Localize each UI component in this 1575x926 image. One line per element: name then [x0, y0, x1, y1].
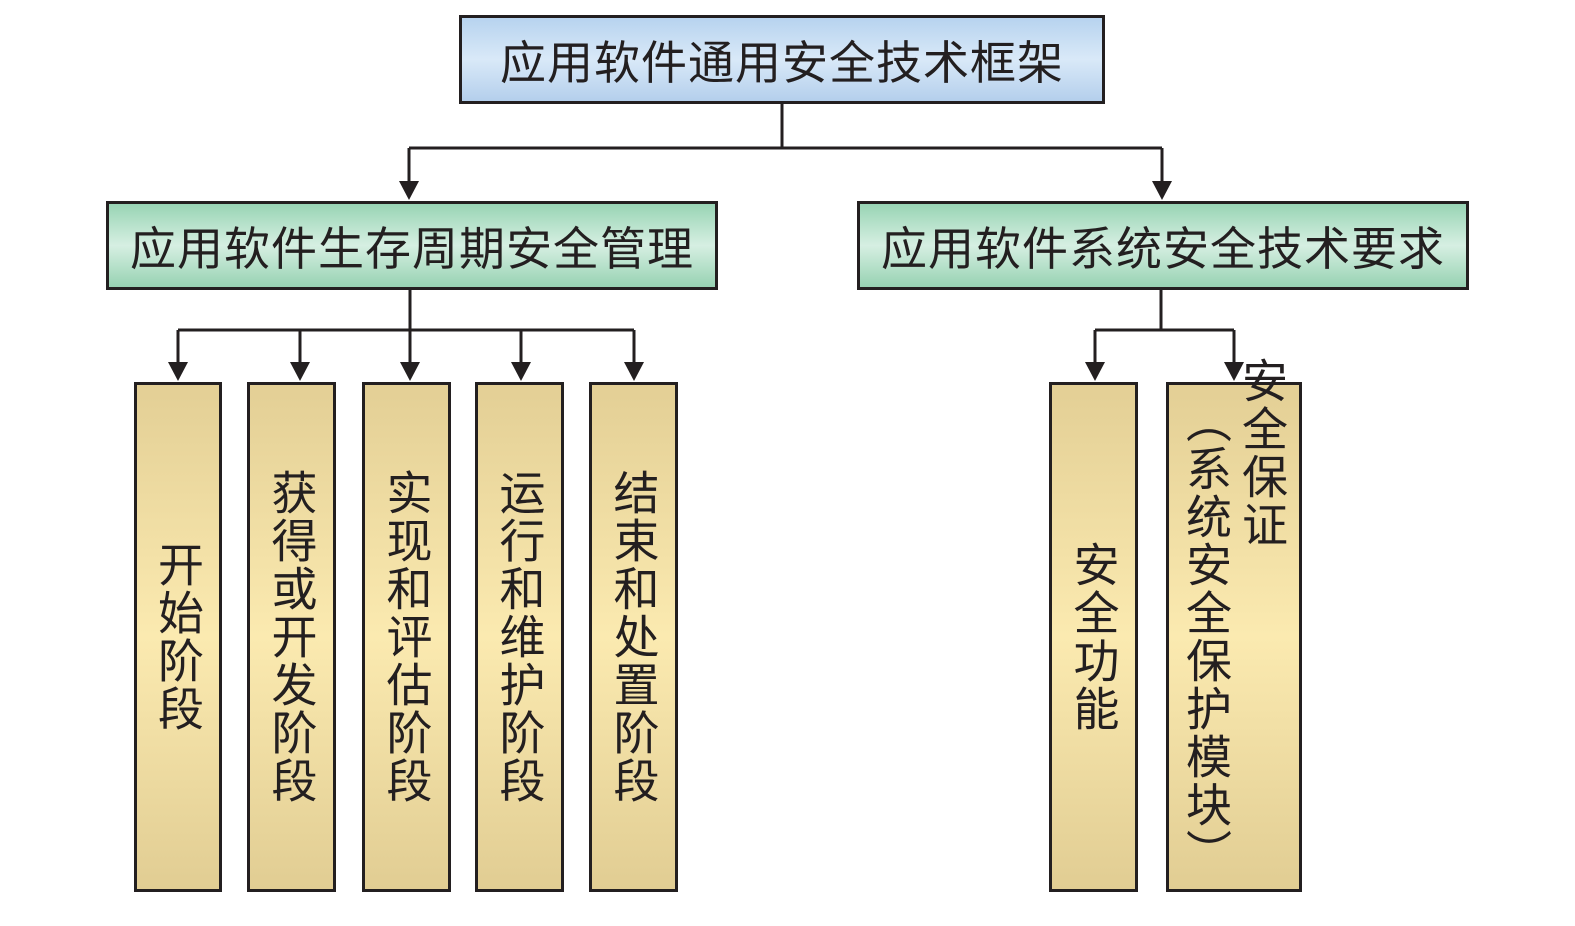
arrowhead: [399, 181, 419, 200]
leaf-label: 实现和评估阶段: [379, 469, 434, 805]
leaf-node-acquire-phase: 获得或开发阶段: [247, 382, 336, 892]
root-label: 应用软件通用安全技术框架: [500, 35, 1064, 90]
leaf-label: 安全保证: [1235, 357, 1289, 549]
arrowhead: [624, 362, 644, 381]
leaf-label: 运行和维护阶段: [492, 469, 547, 805]
arrowhead: [400, 362, 420, 381]
leaf-node-operate-phase: 运行和维护阶段: [475, 382, 564, 892]
branch-node-lifecycle: 应用软件生存周期安全管理: [106, 201, 718, 290]
leaf-node-security-function: 安全功能: [1049, 382, 1138, 892]
leaf-node-end-phase: 结束和处置阶段: [589, 382, 678, 892]
leaf-label: 开始阶段: [151, 541, 205, 733]
leaf-node-start-phase: 开始阶段: [134, 382, 222, 892]
arrowhead: [1152, 181, 1172, 200]
arrowhead: [290, 362, 310, 381]
branch-label: 应用软件系统安全技术要求: [881, 221, 1445, 276]
leaf-node-security-assurance: 安全保证 （系统安全保护模块）: [1166, 357, 1302, 892]
leaf-sublabel: （系统安全保护模块）: [1179, 397, 1233, 877]
arrowhead: [1224, 362, 1244, 381]
branch-label: 应用软件生存周期安全管理: [130, 221, 694, 276]
arrowhead: [1085, 362, 1105, 381]
leaf-label-group: 安全保证 （系统安全保护模块）: [1179, 357, 1289, 877]
leaf-label: 获得或开发阶段: [264, 469, 319, 805]
root-node: 应用软件通用安全技术框架: [459, 15, 1105, 104]
leaf-node-implement-phase: 实现和评估阶段: [362, 382, 451, 892]
arrowhead: [168, 362, 188, 381]
arrowhead: [511, 362, 531, 381]
leaf-label: 结束和处置阶段: [606, 469, 661, 805]
branch-node-technical: 应用软件系统安全技术要求: [857, 201, 1469, 290]
leaf-label: 安全功能: [1066, 541, 1121, 733]
